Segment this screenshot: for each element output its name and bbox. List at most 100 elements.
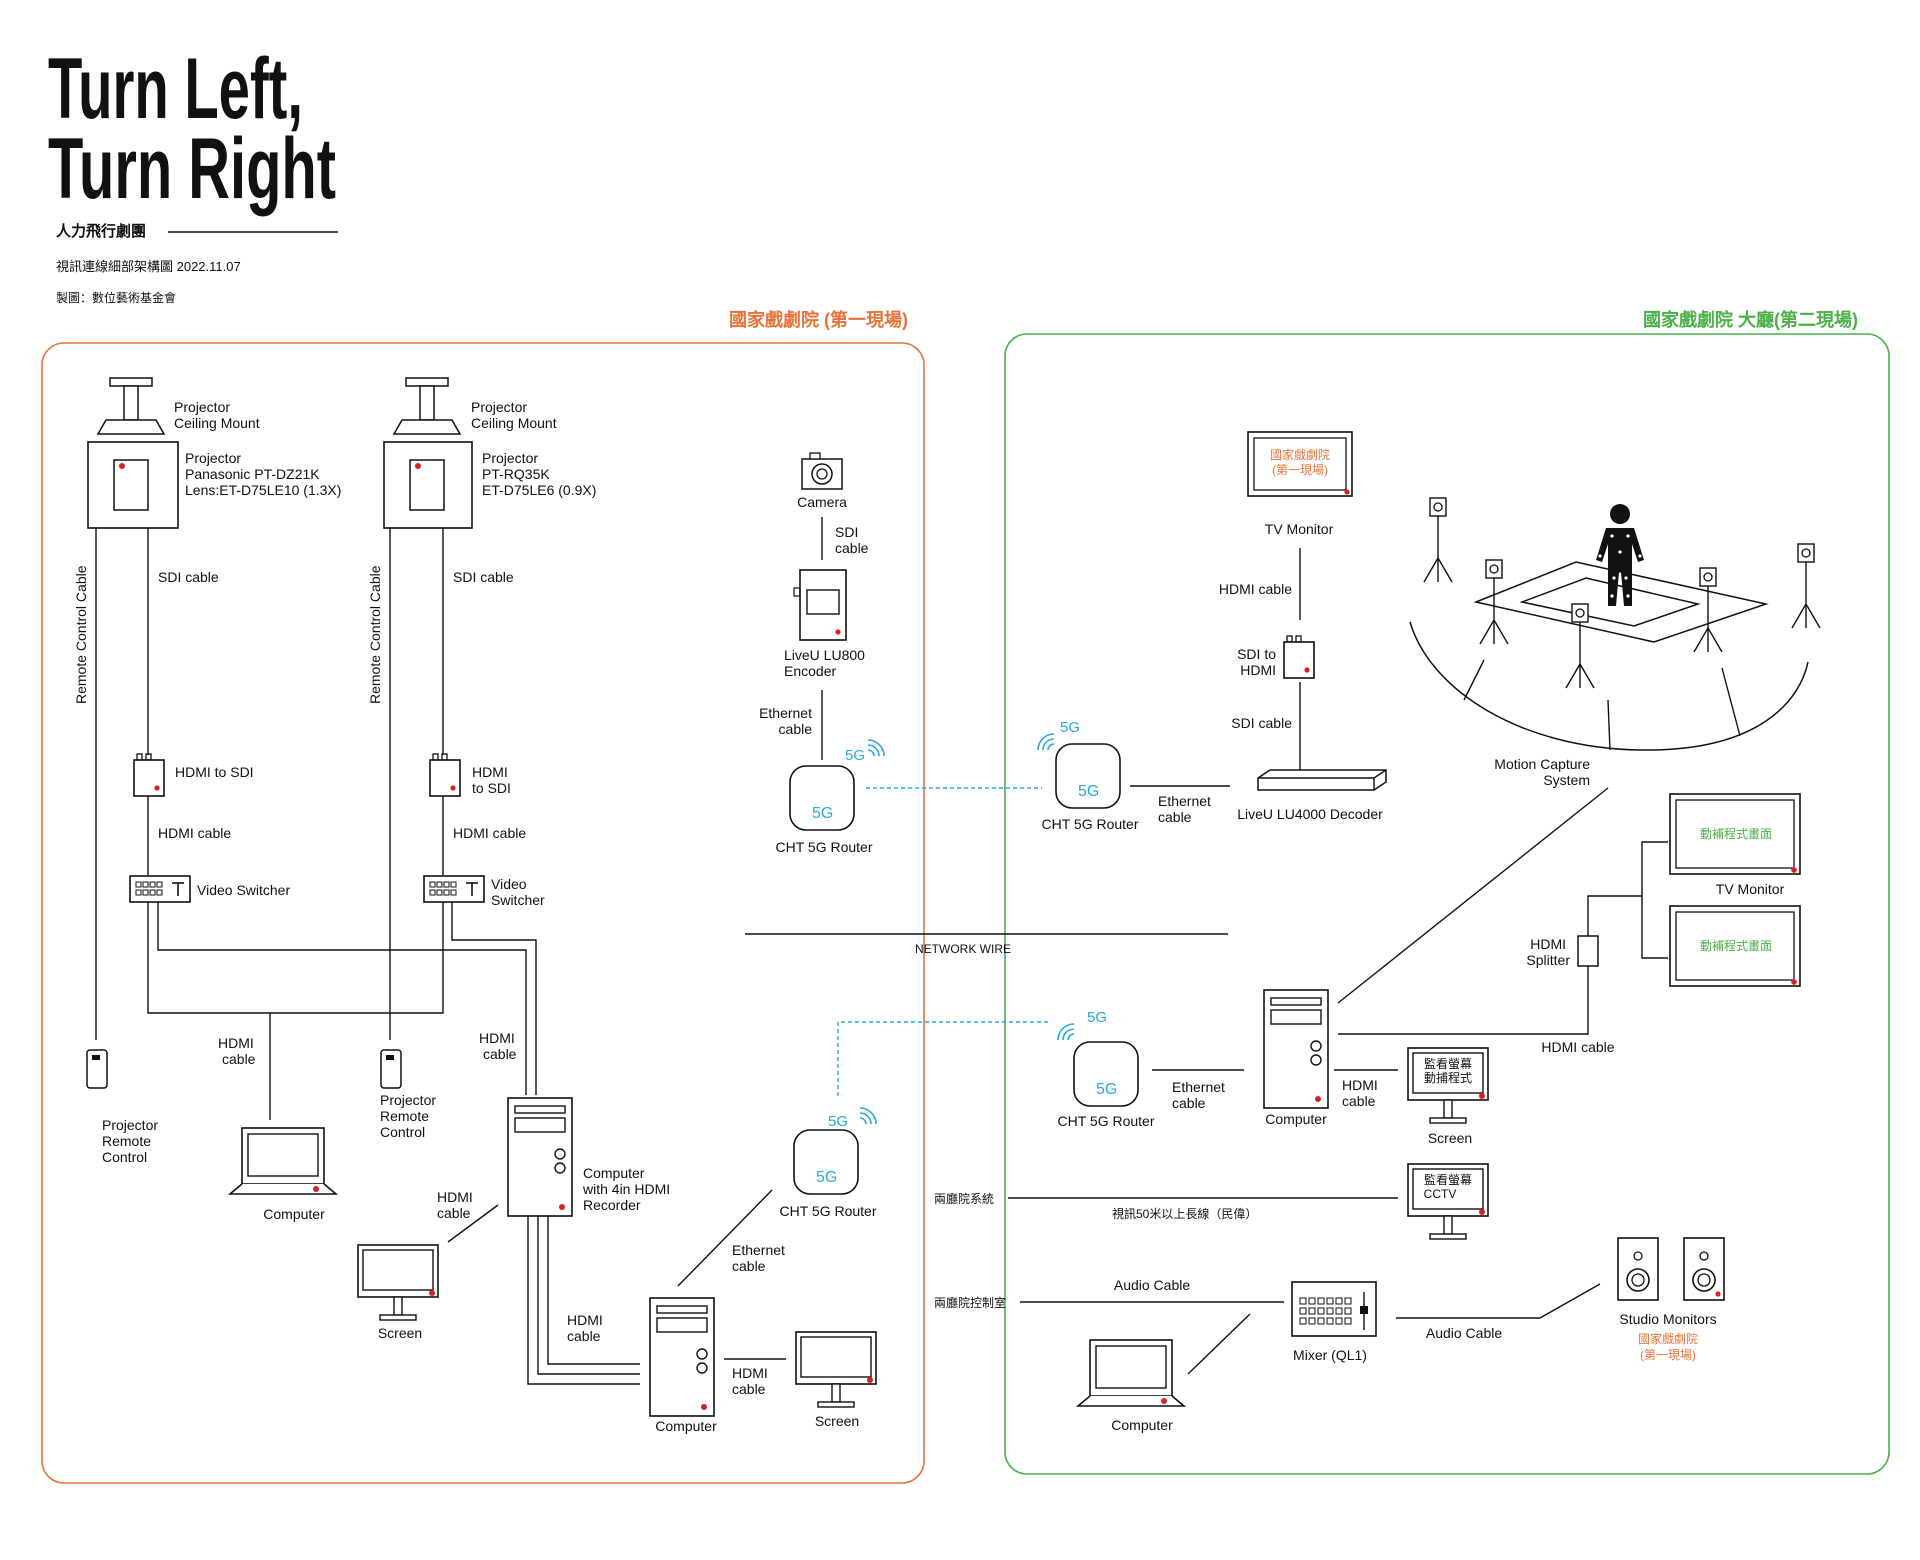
router-venue2-bottom-label: CHT 5G Router (1058, 1113, 1155, 1129)
hdmi-cable-b-label-1: HDMI (479, 1030, 515, 1046)
mocap-camera-1 (1423, 497, 1453, 583)
laptop-venue2-label: Computer (1111, 1417, 1173, 1433)
ceiling-mount-a-label: Projector (174, 399, 230, 415)
tv-monitor-right-2 (1669, 905, 1801, 987)
credit: 製圖：數位藝術基金會 (56, 290, 176, 305)
studio-monitors-note-2: (第一現場) (1640, 1348, 1696, 1362)
liveu-encoder (793, 569, 847, 641)
laptop-venue1-label: Computer (263, 1206, 325, 1222)
router-venue1-top-label: CHT 5G Router (776, 839, 873, 855)
tv-monitor-top (1247, 431, 1353, 497)
hdmi-splitter-label-2: Splitter (1526, 952, 1570, 968)
computer-bottom-hdmi-label-1: HDMI (732, 1365, 768, 1381)
wifi-icon-venue2-bottom (1057, 1023, 1075, 1041)
ceiling-mount-b-label: Projector (471, 399, 527, 415)
laptop-venue1 (229, 1127, 337, 1195)
studio-monitors (1617, 1237, 1725, 1301)
studio-monitors-note-1: 國家戲劇院 (1638, 1331, 1698, 1346)
encoder-eth-label-1: Ethernet (759, 705, 812, 721)
router-venue1-bottom-eth-label-1: Ethernet (732, 1242, 785, 1258)
studio-monitors-label: Studio Monitors (1619, 1311, 1716, 1327)
performer-figure (1596, 504, 1644, 606)
mocap-camera-2 (1479, 559, 1509, 645)
recorder-cables (527, 1216, 640, 1385)
title-line-1: Turn Left, (48, 41, 303, 137)
computer-hdmi-label-2: cable (567, 1328, 601, 1344)
system-label: 兩廳院系統 (934, 1191, 994, 1206)
projector-b-label: Projector (482, 450, 538, 466)
remote-b (380, 1049, 402, 1089)
router-venue2-top-wifi-badge: 5G (1060, 719, 1080, 736)
router-venue2-bottom-badge: 5G (1096, 1081, 1117, 1098)
video-switcher-b (423, 875, 485, 903)
router-venue2-top-label: CHT 5G Router (1042, 816, 1139, 832)
hdmi-cable-b-label-2: cable (483, 1046, 517, 1062)
troupe-name: 人力飛行劇團 (56, 222, 146, 240)
decoder-label: LiveU LU4000 Decoder (1237, 806, 1383, 822)
liveu-decoder (1257, 769, 1387, 791)
venue1-frame (41, 342, 925, 1484)
projector-a-label: Projector (185, 450, 241, 466)
remote-a-label-3: Control (102, 1149, 147, 1165)
laptop-venue2 (1077, 1339, 1185, 1407)
screen-mocap-monitor-label: Screen (1428, 1130, 1472, 1146)
router-venue2-top-eth-label-2: cable (1158, 809, 1192, 825)
tv-monitor-top-label: TV Monitor (1265, 521, 1334, 537)
router-venue1-top-wifi-badge: 5G (845, 747, 865, 764)
wifi-icon-venue1-bottom (859, 1107, 877, 1125)
title-line-2: Turn Right (48, 121, 336, 217)
computer-hdmi-label-1: HDMI (567, 1312, 603, 1328)
encoder-label-2: Encoder (784, 663, 836, 679)
subtitle: 視訊連線細部架構圖 2022.11.07 (56, 259, 241, 274)
motion-capture-label-2: System (1543, 772, 1590, 788)
recorder-label-3: Recorder (583, 1197, 641, 1213)
video-switcher-a-label: Video Switcher (197, 882, 290, 898)
control-room-label: 兩廳院控制室 (934, 1295, 1006, 1310)
remote-a-label-2: Remote (102, 1133, 151, 1149)
video-switcher-b-label-1: Video (491, 876, 527, 892)
screen-hdmi-label-2: cable (437, 1205, 471, 1221)
projector-a-hdmi-label: HDMI cable (158, 825, 231, 841)
venue2-frame (1004, 333, 1890, 1475)
router-venue2-bottom-eth-label-1: Ethernet (1172, 1079, 1225, 1095)
tv-monitor-right-1 (1669, 793, 1801, 875)
computer-bottom-venue1-label: Computer (655, 1418, 717, 1434)
hdmi-to-sdi-a (133, 753, 165, 797)
screen-venue1 (357, 1244, 439, 1321)
hdmi-to-sdi-b-label-1: HDMI (472, 764, 508, 780)
computer-venue2-hdmi-label-1: HDMI (1342, 1077, 1378, 1093)
ceiling-mount-b (392, 377, 462, 435)
switcher-wiring (147, 902, 537, 1120)
venue2-sdi-label: SDI cable (1231, 715, 1292, 731)
sdi-to-hdmi-converter (1283, 635, 1315, 679)
remote-b-label-3: Control (380, 1124, 425, 1140)
router-venue1-bottom-label: CHT 5G Router (780, 1203, 877, 1219)
video-switcher-a (129, 875, 191, 903)
screen-cctv-text-1: 監看螢幕 (1424, 1172, 1472, 1187)
projector-b-group: Projector Ceiling Mount Projector PT-RQ3… (367, 377, 596, 1140)
remote-a-label-1: Projector (102, 1117, 158, 1133)
remote-a (86, 1049, 108, 1089)
remote-b-label-1: Projector (380, 1092, 436, 1108)
projector-a (87, 441, 179, 529)
encoder-label-1: LiveU LU800 (784, 647, 865, 663)
encoder-eth-label-2: cable (779, 721, 813, 737)
hdmi-splitter (1577, 935, 1599, 967)
mixer (1291, 1281, 1377, 1337)
router-venue2-bottom-wifi-badge: 5G (1087, 1009, 1107, 1026)
sdi-to-hdmi-label-2: HDMI (1240, 662, 1276, 678)
motion-capture-label-1: Motion Capture (1494, 756, 1590, 772)
screen-bottom-venue1-label: Screen (815, 1413, 859, 1429)
mixer-label: Mixer (QL1) (1293, 1347, 1367, 1363)
remote-b-label-2: Remote (380, 1108, 429, 1124)
wifi-icon-venue1-top (867, 739, 885, 757)
network-wire-label: NETWORK WIRE (915, 942, 1011, 956)
wifi-icon-venue2-top (1037, 733, 1055, 751)
camera-sdi-label-1: SDI (835, 524, 858, 540)
audio-cable-2-label: Audio Cable (1426, 1325, 1502, 1341)
projector-a-group: Projector Ceiling Mount Projector Panaso… (73, 377, 341, 1165)
screen-cctv-text-2: CCTV (1424, 1187, 1457, 1201)
router-venue1-bottom-eth-label-2: cable (732, 1258, 766, 1274)
projector-b (383, 441, 473, 529)
